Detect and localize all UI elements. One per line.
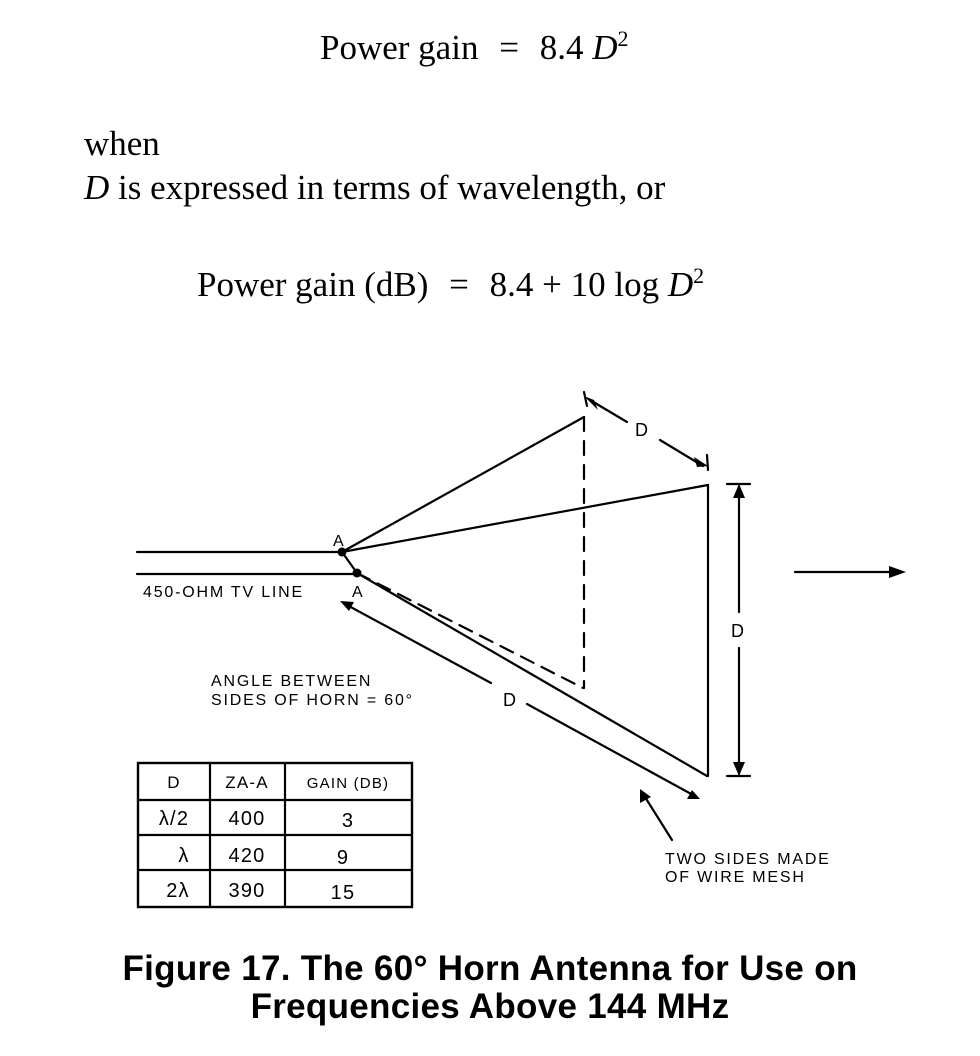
caption-line-1: Figure 17. The 60° Horn Antenna for Use … <box>122 949 858 988</box>
dimension-tick <box>582 390 589 408</box>
explanation-paragraph: when D is expressed in terms of waveleng… <box>84 122 665 210</box>
caption-line-2: Frequencies Above 144 MHz <box>250 987 730 1026</box>
horn-edge-lower <box>355 571 709 778</box>
specs-table: D ZA-A GAIN (DB) λ/2 400 3 λ 420 9 2λ 39… <box>159 773 389 904</box>
dimension-d-side-label: D <box>731 621 746 641</box>
table-cell: λ/2 <box>159 808 189 830</box>
table-cell: λ <box>178 845 189 867</box>
horn-edge-hidden <box>355 571 585 690</box>
label-a-bottom: A <box>352 584 364 601</box>
horn-antenna-diagram: A A 450-OHM TV LINE D D D ANGLE BETWEEN … <box>135 390 906 909</box>
power-gain-equation: Power gain = 8.4 D2 <box>320 28 628 68</box>
table-cell: 420 <box>229 845 266 867</box>
dimension-d-diagonal <box>345 603 493 685</box>
mesh-leader-line <box>643 795 674 842</box>
paragraph-line-1: when <box>84 124 160 163</box>
mesh-leader-arrowhead <box>640 789 651 803</box>
table-header-gain: GAIN (DB) <box>307 775 389 792</box>
power-gain-db-equation: Power gain (dB) = 8.4 + 10 log D2 <box>197 265 704 305</box>
equation-db-variable: D <box>667 265 694 304</box>
table-cell: 15 <box>331 882 356 904</box>
label-a-top: A <box>333 533 345 550</box>
paragraph-text: is expressed in terms of wavelength, or <box>109 168 666 207</box>
equation-variable: D <box>592 28 618 67</box>
table-header-d: D <box>167 773 180 792</box>
paragraph-line-2: D is expressed in terms of wavelength, o… <box>84 166 665 210</box>
mesh-note-line-2: OF WIRE MESH <box>665 869 806 886</box>
dimension-d-top <box>588 398 629 424</box>
arrowhead <box>687 790 700 799</box>
equation-coefficient: 8.4 <box>539 28 584 67</box>
table-cell: 390 <box>229 880 266 902</box>
equation-exponent: 2 <box>617 26 629 51</box>
paragraph-variable: D <box>84 168 110 207</box>
feed-point-a-top <box>337 547 347 557</box>
equation-db-operator: = <box>449 265 469 304</box>
dimension-tick <box>705 453 710 472</box>
table-header-impedance: ZA-A <box>225 773 269 792</box>
arrowhead <box>733 762 745 776</box>
equation-db-rhs: 8.4 + 10 log <box>489 265 660 304</box>
table-cell: 2λ <box>166 880 190 902</box>
dimension-d-diagonal-label: D <box>503 690 518 710</box>
dimension-d-diagonal <box>525 702 695 797</box>
arrowhead <box>340 601 354 611</box>
table-cell: 3 <box>342 810 354 832</box>
equation-operator: = <box>499 28 519 67</box>
horn-edge-upper <box>340 415 586 554</box>
table-cell: 400 <box>229 808 266 830</box>
arrowhead <box>694 457 708 467</box>
arrowhead <box>733 484 745 498</box>
equation-lhs: Power gain <box>320 28 479 67</box>
angle-note-line-2: SIDES OF HORN = 60° <box>211 692 414 709</box>
angle-note-line-1: ANGLE BETWEEN <box>211 673 372 690</box>
horn-edge-middle <box>340 483 710 554</box>
dimension-d-top-label: D <box>635 420 650 440</box>
figure-caption: Figure 17. The 60° Horn Antenna for Use … <box>0 950 980 1026</box>
direction-arrowhead <box>889 566 906 578</box>
equation-db-exponent: 2 <box>693 263 705 288</box>
tv-line-label: 450-OHM TV LINE <box>143 584 304 601</box>
mesh-note-line-1: TWO SIDES MADE <box>665 851 831 868</box>
table-cell: 9 <box>337 847 349 869</box>
equation-db-lhs: Power gain (dB) <box>197 265 429 304</box>
arrowhead <box>584 396 598 410</box>
feed-point-a-bottom <box>352 568 362 578</box>
